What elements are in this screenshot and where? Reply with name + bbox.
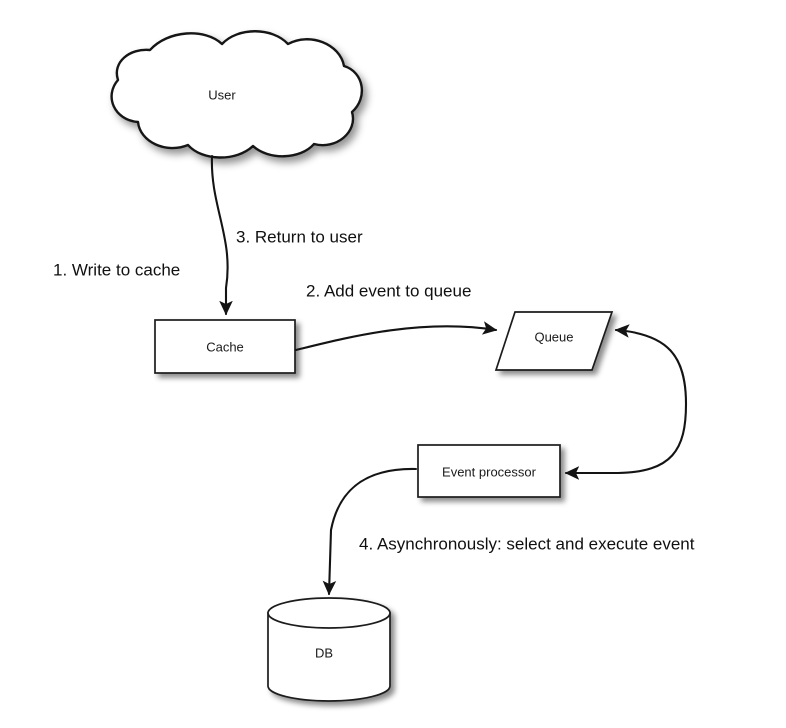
node-label-cache: Cache bbox=[206, 339, 244, 354]
node-label-db: DB bbox=[315, 645, 333, 660]
edge-event-processor-to-db bbox=[322, 467, 418, 596]
node-label-user: User bbox=[208, 87, 236, 102]
node-user[interactable]: User bbox=[110, 30, 364, 159]
step-label-3: 3. Return to user bbox=[236, 227, 363, 246]
node-cache[interactable]: Cache bbox=[154, 319, 296, 374]
node-db[interactable]: DB bbox=[267, 597, 391, 702]
node-queue[interactable]: Queue bbox=[494, 311, 614, 371]
node-event-processor[interactable]: Event processor bbox=[417, 444, 561, 498]
node-label-event-processor: Event processor bbox=[442, 464, 537, 479]
step-label-4: 4. Asynchronously: select and execute ev… bbox=[359, 534, 695, 553]
step-label-1: 1. Write to cache bbox=[53, 260, 180, 279]
node-label-queue: Queue bbox=[534, 329, 573, 344]
step-label-2: 2. Add event to queue bbox=[306, 281, 471, 300]
edge-cache-to-queue bbox=[294, 321, 498, 352]
edge-queue-event-processor bbox=[564, 324, 688, 480]
edge-user-to-cache bbox=[210, 154, 233, 316]
